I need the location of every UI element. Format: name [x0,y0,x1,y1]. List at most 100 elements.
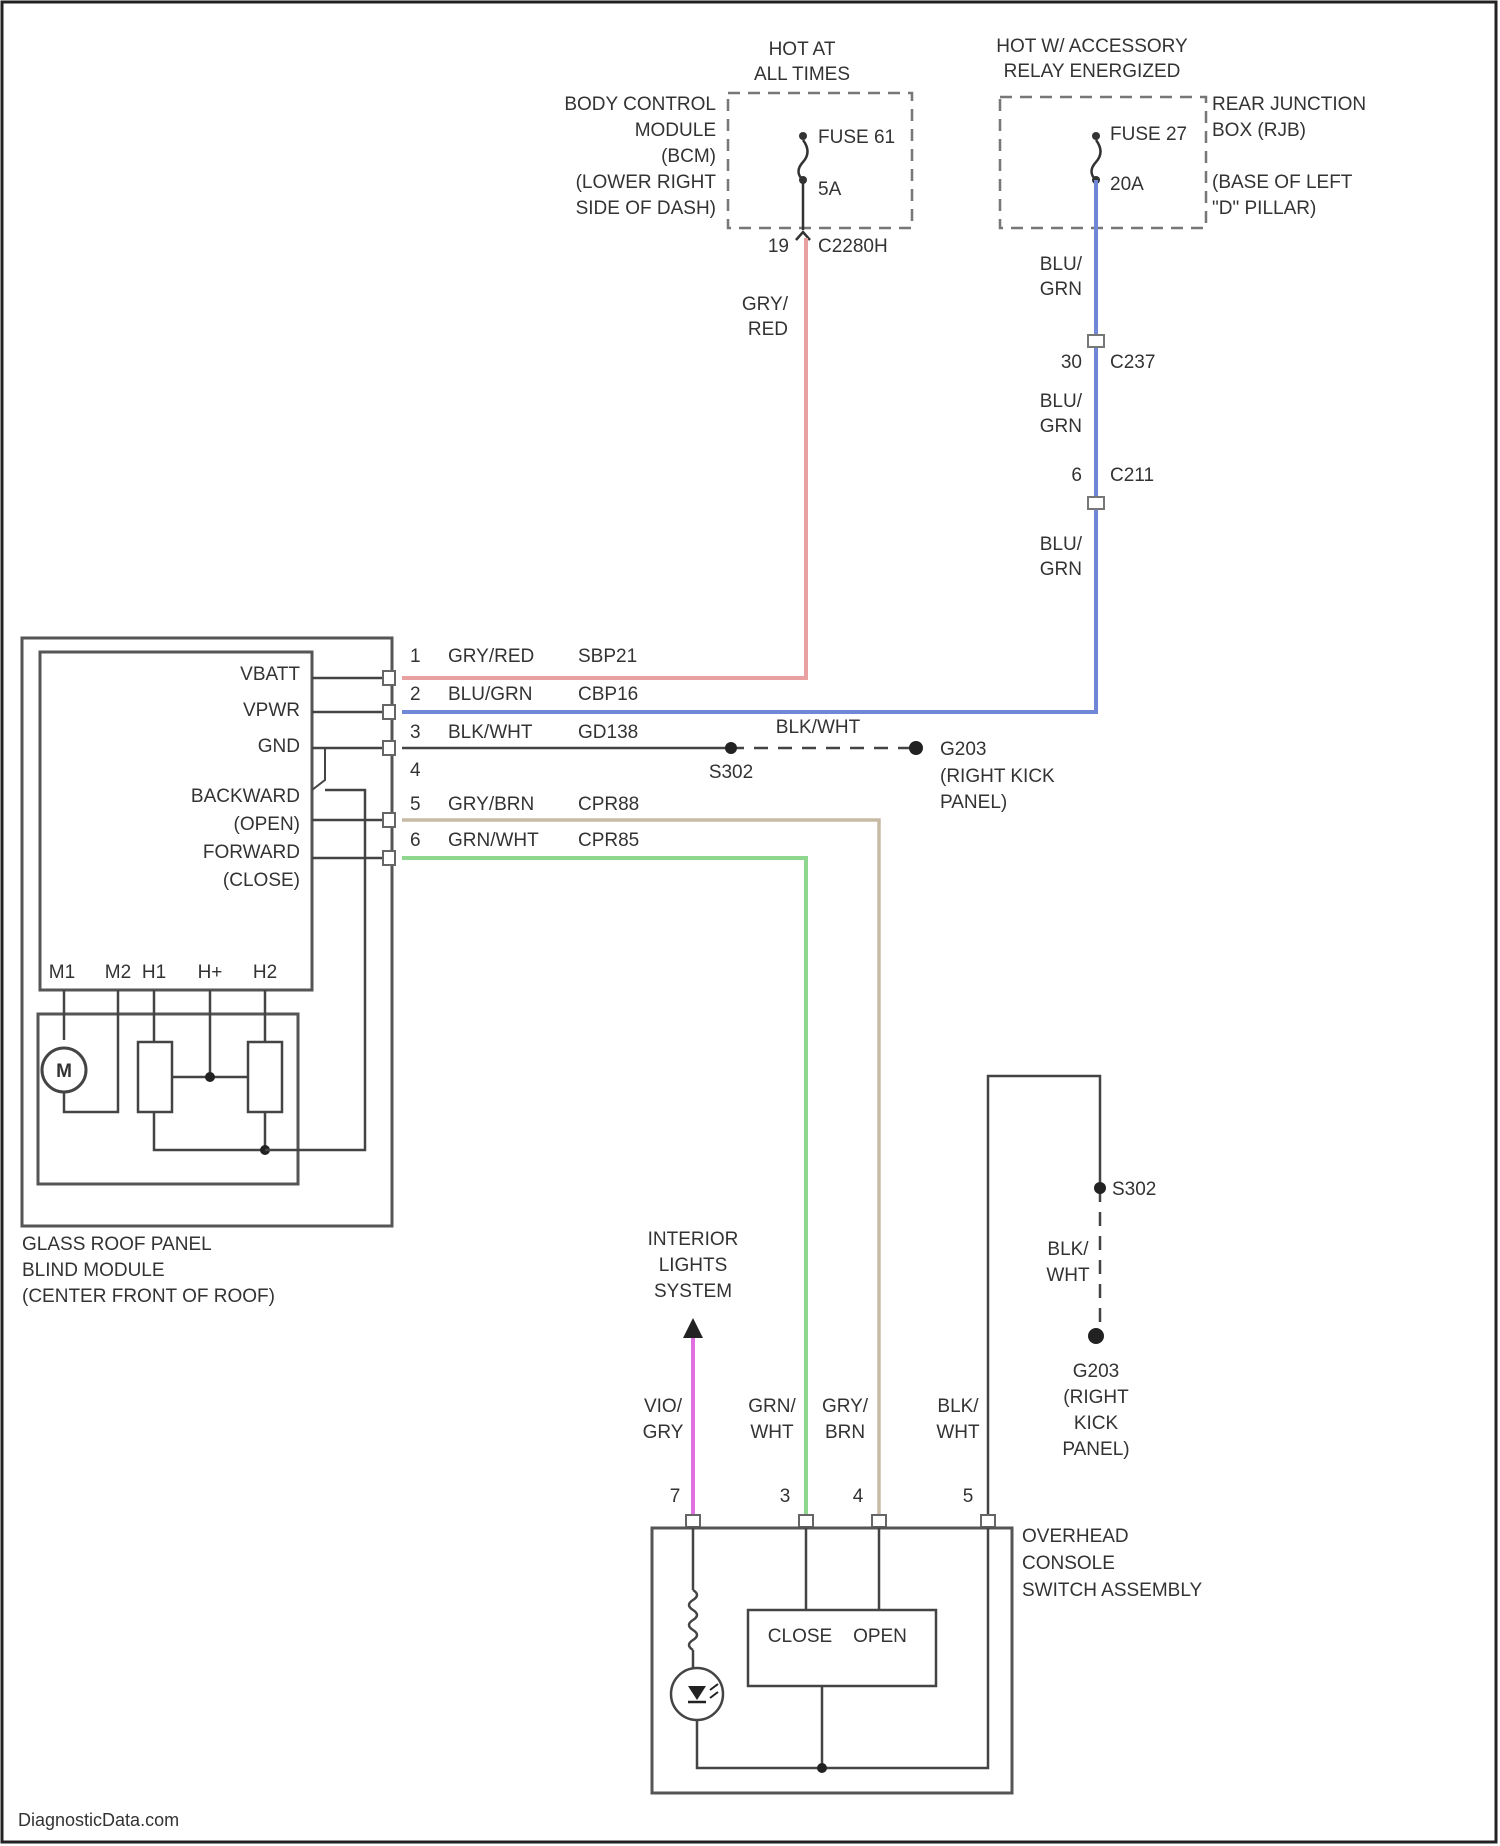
wire-blk-wht-stack-1: BLK/ [1047,1239,1089,1260]
connector-c237-pin: 30 [1061,352,1082,373]
wire-gry-red-label-2: RED [748,319,788,340]
fuse-rjb-amps: 20A [1110,174,1144,195]
pin-3-circuit: GD138 [578,722,638,743]
wire-grn-wht [402,858,806,1520]
rjb-box-label-2: BOX (RJB) [1212,120,1306,141]
switch-body [748,1610,936,1686]
pin-5-num: 5 [410,794,421,815]
fuse-rjb-element [1092,140,1101,180]
overhead-switch: 7 3 4 5 OVERHEAD CONSOLE SWITCH ASSEMBLY… [652,1486,1203,1793]
watermark: DiagnosticData.com [18,1810,179,1830]
terminal-pin-5 [383,813,395,827]
wire-gry-brn-label-2: BRN [825,1422,865,1443]
switch-terminal-7 [686,1515,700,1527]
connector-c211-pin: 6 [1071,465,1082,486]
pin-2-circuit: CBP16 [578,684,638,705]
module-name-1: GLASS ROOF PANEL [22,1234,212,1255]
switch-terminal-5 [981,1515,995,1527]
bcm-label-2: MODULE [635,120,716,141]
switch-name-3: SWITCH ASSEMBLY [1022,1580,1203,1601]
fuse-rjb-dashed-box [1000,97,1206,228]
terminal-pin-3 [383,741,395,755]
motor-symbol-label: M [56,1061,72,1082]
ground-g203-left [909,741,923,755]
wire-blu-grn-label-1: BLU/ [1040,254,1083,275]
pin-2-num: 2 [410,684,421,705]
fuse-bcm-fuse-label: FUSE 61 [818,127,895,148]
pin-5-circuit: CPR88 [578,794,639,815]
connector-c211-name: C211 [1110,465,1154,486]
wire-blu-grn-label-2: GRN [1040,279,1082,300]
blind-module: VBATT VPWR GND BACKWARD (OPEN) FORWARD (… [22,638,639,1307]
fuse-bcm-pin: 19 [768,236,789,257]
splice-s302-left [725,742,737,754]
ground-line-wire-label: BLK/WHT [776,717,861,738]
fuse-bcm-element [799,140,808,180]
bcm-label-5: SIDE OF DASH) [576,198,716,219]
pin-2-color: BLU/GRN [448,684,532,705]
ground-g203-left-loc-1: (RIGHT KICK [940,766,1055,787]
switch-ground-junction [817,1763,827,1773]
pin-3-num: 3 [410,722,421,743]
wire-vio-gry-label-1: VIO/ [644,1396,683,1417]
switch-pin-3: 3 [780,1486,791,1507]
pin-5-color: GRY/BRN [448,794,534,815]
wire-gry-brn-label-1: GRY/ [822,1396,869,1417]
terminal-pin-2 [383,705,395,719]
fuse-rjb-header-1: HOT W/ ACCESSORY [996,36,1188,57]
bcm-label-3: (BCM) [661,146,716,167]
wire-blu-grn: BLU/ GRN BLU/ GRN BLU/ GRN 30 C237 6 C21… [402,180,1155,712]
switch-terminal-4 [872,1515,886,1527]
splice-s302-right-label: S302 [1112,1179,1156,1200]
fuse-rjb-group: HOT W/ ACCESSORY RELAY ENERGIZED REAR JU… [996,36,1366,228]
module-outer-box [22,638,392,1226]
wire-blk-wht-bottom-1: BLK/ [937,1396,979,1417]
interior-label-3: SYSTEM [654,1281,732,1302]
fuse-bcm-terminal-top [799,132,807,140]
module-label-backward: BACKWARD [191,786,300,807]
sensor-ground [154,1112,265,1150]
rjb-location-1: (BASE OF LEFT [1212,172,1353,193]
wire-blk-wht-stack-2: WHT [1046,1265,1090,1286]
wire-blk-wht-bottom-2: WHT [936,1422,980,1443]
interior-lights-group: INTERIOR LIGHTS SYSTEM VIO/ GRY [643,1229,739,1520]
ground-g203-right-loc-1: (RIGHT [1063,1387,1129,1408]
gnd-internal-bend [312,748,325,790]
splice-s302-left-label: S302 [709,762,753,783]
switch-pin-7: 7 [670,1486,681,1507]
bcm-label-4: (LOWER RIGHT [576,172,717,193]
rjb-box-label-1: REAR JUNCTION [1212,94,1366,115]
pin-6-color: GRN/WHT [448,830,539,851]
switch-pin-5: 5 [963,1486,974,1507]
connector-c211 [1088,497,1104,509]
module-label-forward: FORWARD [203,842,300,863]
wire-grn-wht-label-2: WHT [750,1422,794,1443]
switch-close-label: CLOSE [768,1626,832,1647]
pin-1-color: GRY/RED [448,646,534,667]
fuse-rjb-header-2: RELAY ENERGIZED [1004,61,1181,82]
lamp-resistor [689,1590,697,1650]
pin-1-circuit: SBP21 [578,646,637,667]
pin-1-num: 1 [410,646,421,667]
interior-arrow [683,1318,703,1338]
wire-gry-red-label-1: GRY/ [742,294,789,315]
module-label-gnd: GND [258,736,300,757]
terminal-pin-1 [383,671,395,685]
fuse-bcm-header-1: HOT AT [769,39,836,60]
wire-blu-grn-label-4: GRN [1040,416,1082,437]
hall-sensor-2 [248,1042,282,1112]
ground-g203-left-loc-2: PANEL) [940,792,1007,813]
wire-blu-grn-path [402,180,1096,712]
switch-open-label: OPEN [853,1626,907,1647]
module-label-close: (CLOSE) [223,870,300,891]
motor-pin-hplus: H+ [198,962,223,983]
interior-label-1: INTERIOR [648,1229,739,1250]
fuse-bcm-dashed-box [728,93,912,228]
motor-pin-h2: H2 [253,962,277,983]
module-label-vbatt: VBATT [240,664,300,685]
switch-name-2: CONSOLE [1022,1553,1115,1574]
right-ground-group: S302 BLK/ WHT G203 (RIGHT KICK PANEL) BL… [936,1076,1156,1520]
pin-3-color: BLK/WHT [448,722,533,743]
pin-4-num: 4 [410,760,421,781]
wire-grn-wht-path [402,858,806,1520]
